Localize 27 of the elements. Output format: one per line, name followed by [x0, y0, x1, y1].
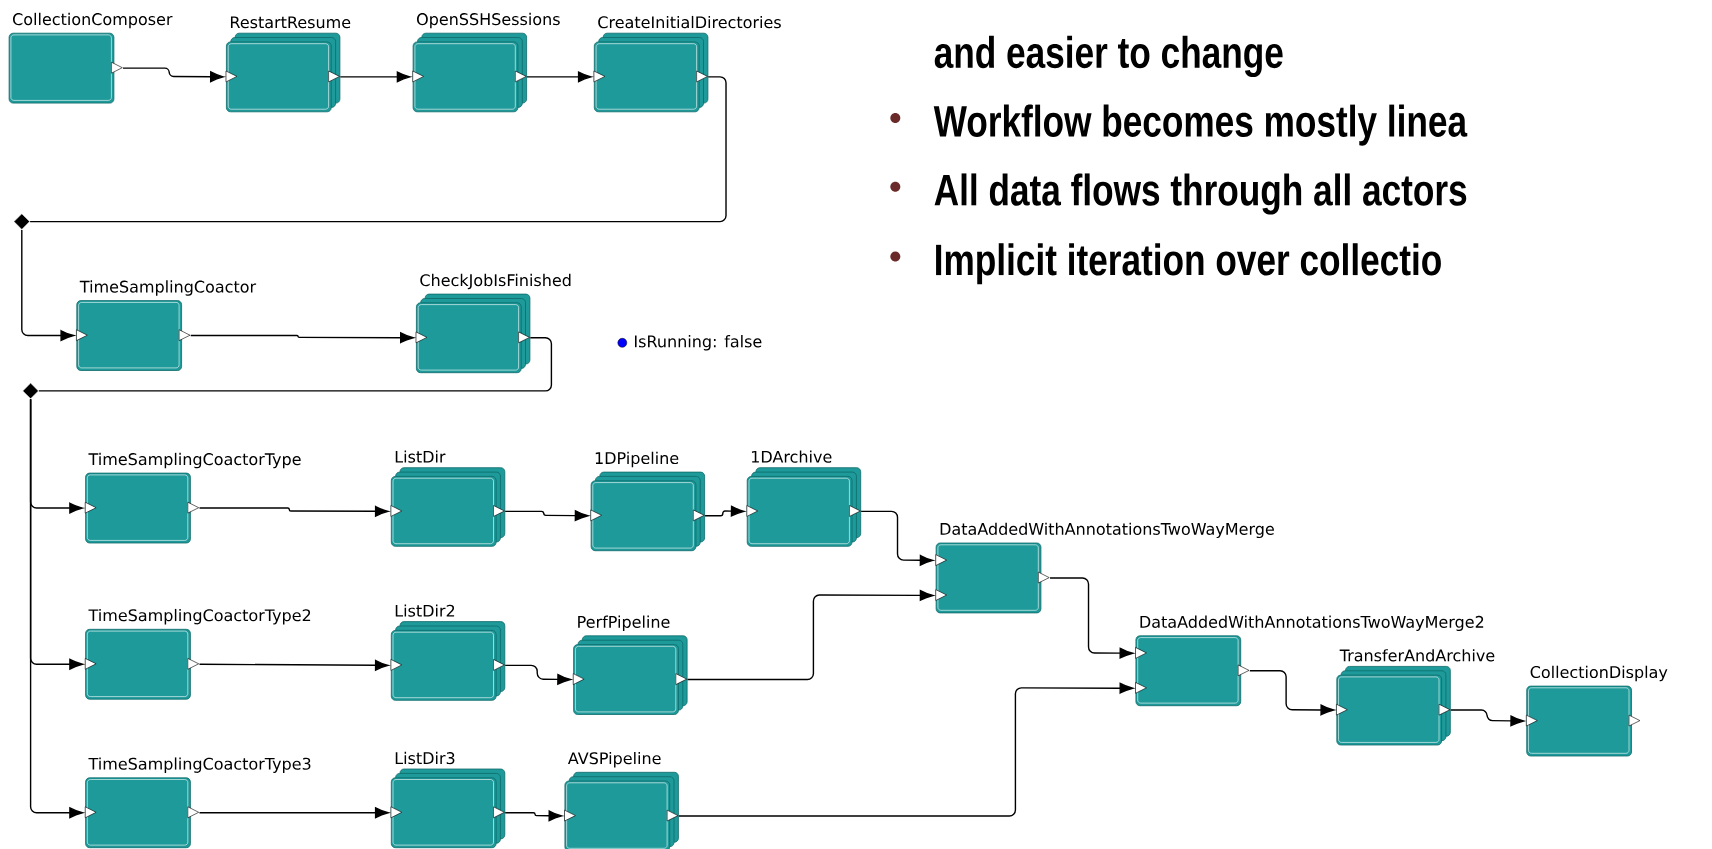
actor-name: TimeSamplingCoactorType3: [88, 757, 311, 773]
actor-name: ListDir: [395, 450, 446, 463]
actor-name: AVSPipeline: [567, 751, 661, 768]
actor-name: TimeSamplingCoactor: [79, 280, 257, 296]
actor-name: CreateInitialDirectories: [598, 15, 781, 29]
actor-name: PerfPipeline: [578, 615, 670, 631]
actor-name: 1DPipeline: [595, 451, 679, 468]
actor-name: ListDir3: [395, 751, 455, 765]
actor-name: DataAddedWithAnnotationsTwoWayMerge: [940, 522, 1274, 539]
actor-name: CheckJobIsFinished: [420, 273, 571, 290]
actor-name: ListDir2: [395, 604, 455, 617]
slide-text: and easier to change: [934, 35, 1283, 77]
relation-diamond: [13, 213, 30, 230]
actor-name: 1DArchive: [751, 450, 832, 463]
actor-name: DataAddedWithAnnotationsTwoWayMerge2: [1140, 615, 1484, 631]
slide-text: Workflow becomes mostly linea: [933, 104, 1468, 146]
actor-name: TransferAndArchive: [1339, 649, 1495, 662]
relation-diamond: [22, 382, 39, 400]
actor-name: CollectionComposer: [13, 12, 173, 29]
slide-text: Implicit iteration over collectio: [936, 243, 1441, 285]
actor-name: RestartResume: [230, 16, 351, 29]
actor-name: TimeSamplingCoactorType2: [88, 608, 311, 625]
actor-name: OpenSSHSessions: [417, 12, 560, 29]
slide-text: All data flows through all actors: [934, 173, 1467, 215]
actor-name: CollectionDisplay: [1530, 665, 1668, 682]
status-text: IsRunning: false: [635, 335, 762, 351]
actor-name: TimeSamplingCoactorType: [88, 452, 301, 469]
